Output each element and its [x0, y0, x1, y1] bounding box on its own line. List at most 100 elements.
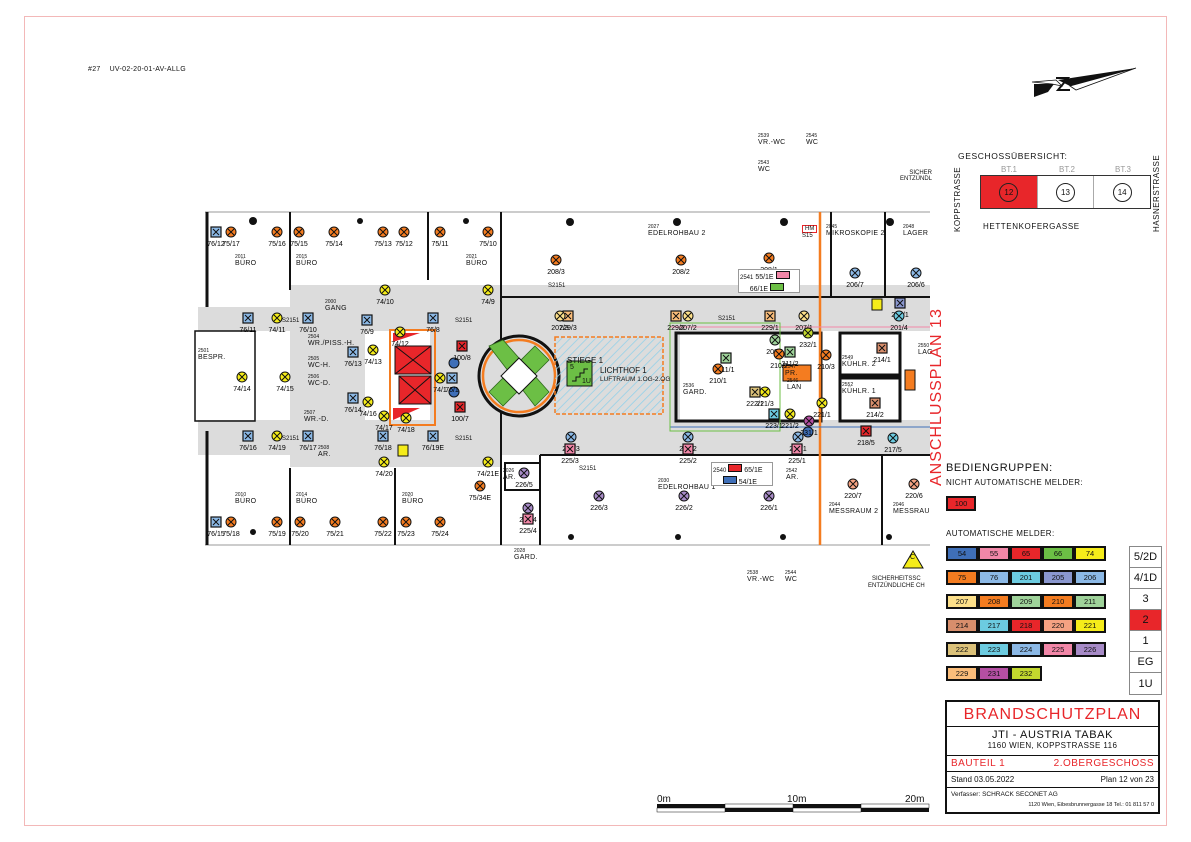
detector-232-1[interactable]: 232/1: [799, 327, 817, 349]
detector-75-22[interactable]: 75/22: [374, 516, 392, 538]
detector-220-6[interactable]: 220/6: [905, 478, 923, 500]
detector-76-15[interactable]: 76/15: [207, 516, 225, 538]
detector-74-14[interactable]: 74/14: [233, 371, 251, 393]
detector-100-8[interactable]: 100/8: [453, 340, 471, 362]
detector-76-10[interactable]: 76/10: [299, 312, 317, 334]
detector-74-17[interactable]: 74/17: [375, 410, 393, 432]
detector-225-3[interactable]: 225/3: [561, 443, 579, 465]
detector-76-9[interactable]: 76/9: [360, 314, 374, 336]
detector-75-12[interactable]: 75/12: [395, 226, 413, 248]
overview-part-bt1[interactable]: 12: [981, 176, 1038, 208]
detector-label: 208/3: [547, 269, 565, 276]
detector-75-20[interactable]: 75/20: [291, 516, 309, 538]
detector-76-11[interactable]: 76/11: [240, 312, 257, 334]
detector-100-7[interactable]: 100/7: [451, 401, 469, 423]
detector-75-21[interactable]: 75/21: [326, 516, 344, 538]
detector-75-24[interactable]: 75/24: [431, 516, 449, 538]
detector-75-16[interactable]: 75/16: [268, 226, 286, 248]
detector-225-1[interactable]: 225/1: [788, 443, 806, 465]
room-name: MESSRAUM 2: [829, 508, 879, 515]
detector-218-5[interactable]: 218/5: [857, 425, 875, 447]
detector-74-21E[interactable]: 74/21E: [477, 456, 500, 478]
detector-76-13[interactable]: 76/13: [344, 346, 362, 368]
detector-74-9[interactable]: 74/9: [481, 284, 495, 306]
detector-74-11[interactable]: 74/11: [269, 312, 286, 334]
detector-210-3[interactable]: 210/3: [817, 349, 835, 371]
detector-221-3[interactable]: 221/3: [756, 386, 774, 408]
detector-221-1[interactable]: 221/1: [813, 397, 831, 419]
detector-76-1[interactable]: 76/1: [445, 372, 459, 394]
detector-214-2[interactable]: 214/2: [866, 397, 884, 419]
detector-208-2[interactable]: 208/2: [672, 254, 690, 276]
detector-75-23[interactable]: 75/23: [397, 516, 415, 538]
detector-75-14[interactable]: 75/14: [325, 226, 343, 248]
detector-74-19[interactable]: 74/19: [268, 430, 286, 452]
detector-label: 76/14: [344, 407, 362, 414]
detector-76-8[interactable]: 76/8: [426, 312, 440, 334]
floor-5-2d[interactable]: 5/2D: [1130, 547, 1161, 568]
detector-74-13[interactable]: 74/13: [364, 344, 382, 366]
floor-4-1d[interactable]: 4/1D: [1130, 568, 1161, 589]
overview-part-bt3[interactable]: 14: [1094, 176, 1150, 208]
detector-76-14[interactable]: 76/14: [344, 392, 362, 414]
detector-207-3[interactable]: 207/3: [551, 310, 569, 332]
detector-74-1[interactable]: 74/1: [433, 372, 447, 394]
detector-208-3[interactable]: 208/3: [547, 254, 565, 276]
detector-75-15[interactable]: 75/15: [290, 226, 308, 248]
floor-3[interactable]: 3: [1130, 589, 1161, 610]
detector-label: 74/18: [397, 427, 415, 434]
detector-74-18[interactable]: 74/18: [397, 412, 415, 434]
floor-2[interactable]: 2: [1130, 610, 1161, 631]
detector-229-1[interactable]: 229/1: [761, 310, 779, 332]
detector-75-10[interactable]: 75/10: [479, 226, 497, 248]
floor-1[interactable]: 1: [1130, 631, 1161, 652]
detector-74-15[interactable]: 74/15: [276, 371, 294, 393]
overview-part-bt2[interactable]: 13: [1038, 176, 1095, 208]
detector-225-4[interactable]: 225/4: [519, 513, 537, 535]
detector-75-18[interactable]: 75/18: [222, 516, 240, 538]
detector-76-12[interactable]: 76/12: [207, 226, 225, 248]
detector-75-34E[interactable]: 75/34E: [469, 480, 492, 502]
detector-231-1[interactable]: 231/1: [800, 415, 818, 437]
detector-229-2[interactable]: 229/2: [667, 310, 685, 332]
detector-206-6[interactable]: 206/6: [907, 267, 925, 289]
detector-201-4[interactable]: 201/4: [890, 310, 908, 332]
detector-217-5[interactable]: 217/5: [884, 432, 902, 454]
detector-74-20[interactable]: 74/20: [375, 456, 393, 478]
detector-226-5[interactable]: 226/5: [515, 467, 533, 489]
detector-210-2[interactable]: 210/2: [770, 348, 788, 370]
detector-226-2[interactable]: 226/2: [675, 490, 693, 512]
siren-label: S2151: [579, 466, 597, 472]
detector-226-3[interactable]: 226/3: [590, 490, 608, 512]
detector-76-17[interactable]: 76/17: [299, 430, 317, 452]
detector-74-10[interactable]: 74/10: [376, 284, 394, 306]
detector-75-13[interactable]: 75/13: [374, 226, 392, 248]
detector-211-1[interactable]: 211/1: [718, 352, 735, 374]
detector-206-7[interactable]: 206/7: [846, 267, 864, 289]
floor-eg[interactable]: EG: [1130, 652, 1161, 673]
detector-75-19[interactable]: 75/19: [268, 516, 286, 538]
detector-207-1[interactable]: 207/1: [795, 310, 813, 332]
legend-swatch-65: 65: [1010, 546, 1042, 561]
scale-label-20: 20m: [905, 794, 925, 805]
detector-220-7[interactable]: 220/7: [844, 478, 862, 500]
detector-223-1[interactable]: 223/1: [765, 408, 783, 430]
detector-210-1[interactable]: 210/1: [709, 363, 727, 385]
detector-76-18[interactable]: 76/18: [374, 430, 392, 452]
floor-1u[interactable]: 1U: [1138, 677, 1153, 690]
detector-225-2[interactable]: 225/2: [679, 443, 697, 465]
detector-226-1[interactable]: 226/1: [760, 490, 778, 512]
detector-221-2[interactable]: 221/2: [781, 408, 799, 430]
detector-75-17[interactable]: 75/17: [222, 226, 240, 248]
detector-211-2[interactable]: 211/2: [782, 346, 799, 368]
detector-75-11[interactable]: 75/11: [432, 226, 449, 248]
detector-214-1[interactable]: 214/1: [873, 342, 891, 364]
detector-207-2[interactable]: 207/2: [679, 310, 697, 332]
detector-74-12[interactable]: 74/12: [391, 326, 409, 348]
detector-76-16[interactable]: 76/16: [239, 430, 257, 452]
detector-74-16[interactable]: 74/16: [359, 396, 377, 418]
detector-76-19E[interactable]: 76/19E: [422, 430, 445, 452]
